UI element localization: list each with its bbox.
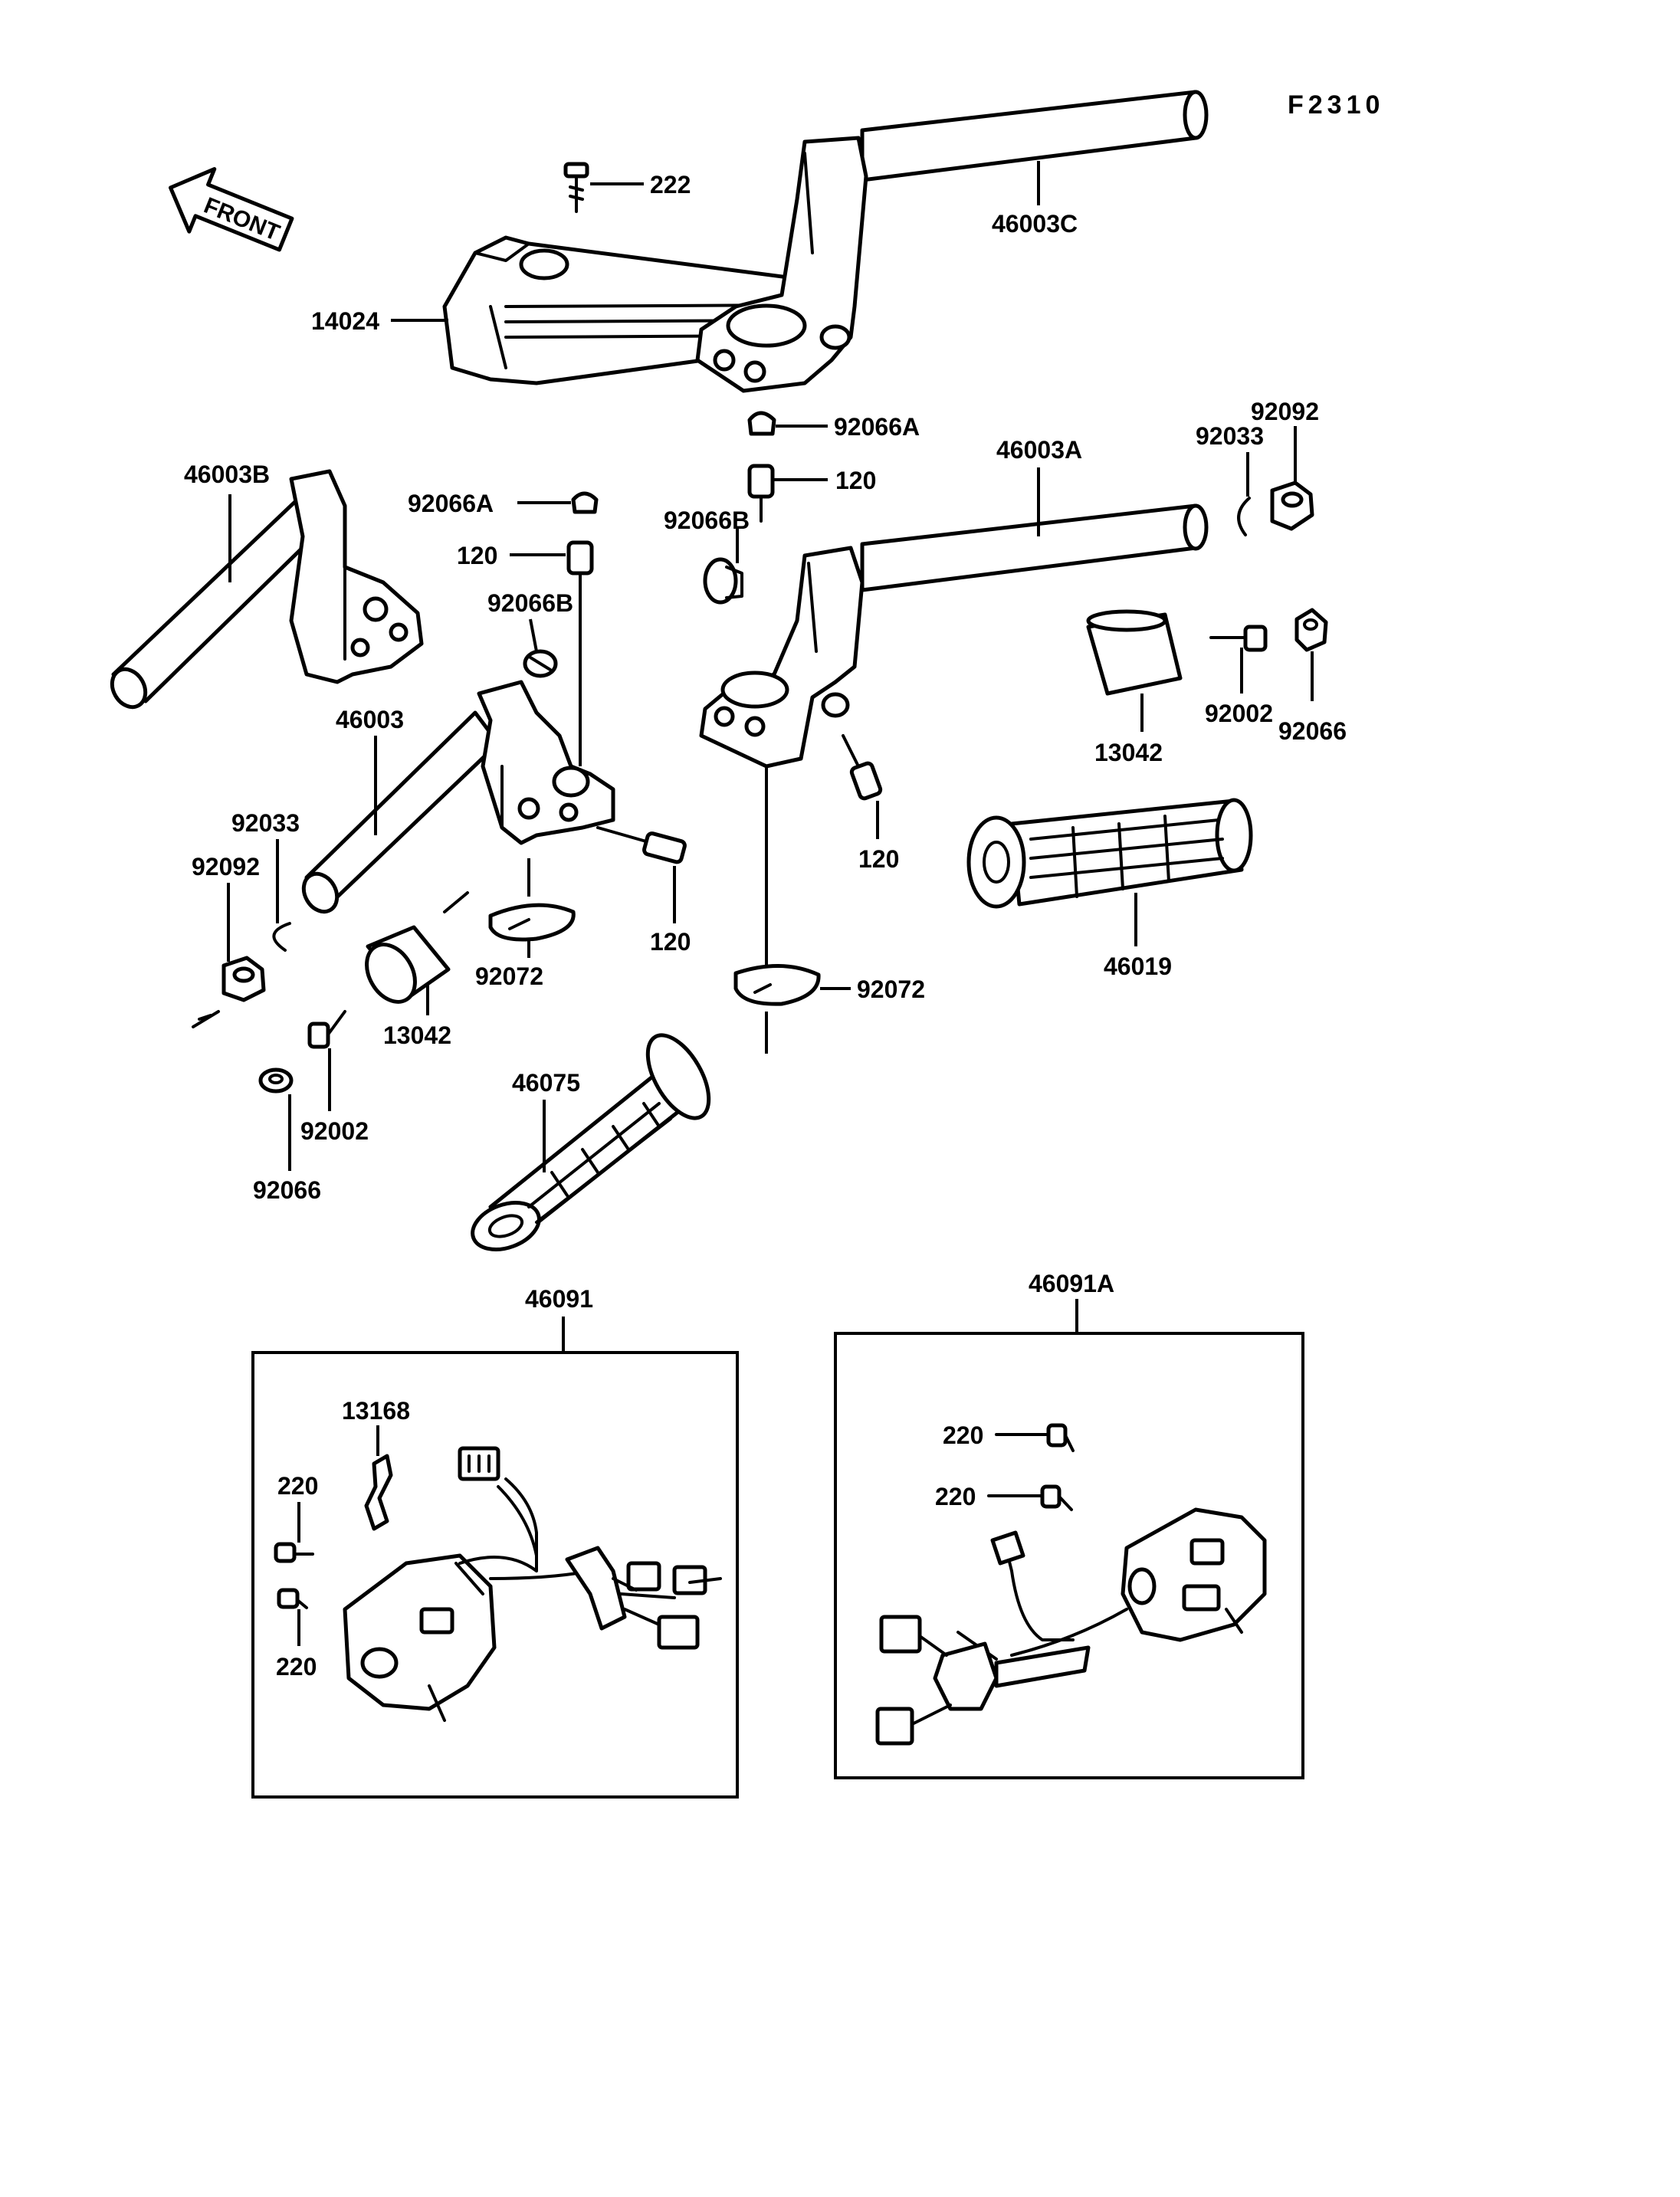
nut-92092-right-icon (1270, 480, 1314, 531)
callout-14024: 14024 (311, 307, 379, 335)
bolt-222-icon (563, 162, 589, 213)
bolt-92002-right-icon (1209, 625, 1268, 652)
callout-92033-right: 92033 (1196, 422, 1264, 450)
switch-housing-left-icon (343, 1553, 497, 1722)
screw-220-r1-icon (995, 1423, 1075, 1452)
bolt-120-mid-icon (566, 540, 594, 599)
clamp-ring-92072-right-icon (733, 963, 821, 1006)
callout-120-top: 120 (835, 467, 876, 494)
grip-46075-icon (471, 1033, 711, 1251)
connector-right-bundle-icon (875, 1615, 999, 1746)
axis-dash-46003 (443, 891, 469, 913)
callout-92002-left: 92002 (300, 1117, 369, 1145)
callout-120-lower-right: 120 (858, 845, 899, 873)
callout-220-l2: 220 (276, 1653, 317, 1681)
bolt-92002-left-icon (307, 1010, 346, 1049)
callout-92092-right: 92092 (1251, 398, 1319, 425)
callout-92002-right: 92002 (1205, 700, 1273, 727)
bolt-120-top-icon (747, 464, 775, 523)
clip-13168-icon (364, 1454, 393, 1531)
callout-46075: 46075 (512, 1069, 580, 1097)
cap-92066b-right-icon (703, 557, 743, 605)
handlebar-46003c-icon (695, 90, 1209, 393)
wire-harness-right-icon (956, 1539, 1128, 1661)
screw-220-r2-icon (987, 1484, 1073, 1511)
callout-46019: 46019 (1104, 953, 1172, 980)
connector-right-top-icon (990, 1530, 1025, 1566)
assembly-box-46091a (834, 1332, 1304, 1779)
handlebar-46003a-icon (699, 503, 1209, 769)
nut-92092-left-icon (221, 956, 266, 1002)
callout-120-mid: 120 (457, 542, 497, 569)
handlebar-46003-icon (301, 680, 615, 914)
callout-46003c: 46003C (992, 210, 1078, 238)
grip-46019-icon (966, 798, 1253, 909)
washer-92066-left-icon (258, 1067, 294, 1094)
callout-92072-left: 92072 (475, 962, 543, 990)
callout-13042-right: 13042 (1094, 739, 1163, 766)
callout-46091a: 46091A (1029, 1270, 1114, 1297)
callout-220-r1: 220 (943, 1421, 983, 1449)
weight-13042-left-icon (365, 925, 451, 1004)
cap-92066a-mid-icon (571, 491, 599, 514)
assembly-box-46091 (251, 1351, 739, 1799)
cap-92066a-top-icon (747, 411, 776, 436)
leader-92066b-mid (529, 618, 538, 652)
callout-92092-left: 92092 (192, 853, 260, 880)
callout-46003b: 46003B (184, 461, 270, 488)
callout-120-lower-left: 120 (650, 928, 691, 956)
front-arrow-icon: FRONT (168, 167, 294, 252)
callout-92066b-mid: 92066B (487, 589, 573, 617)
callout-220-r2: 220 (935, 1483, 976, 1510)
callout-46003a: 46003A (996, 436, 1082, 464)
callout-220-l1: 220 (277, 1472, 318, 1500)
circlip-92033-right-icon (1237, 497, 1251, 536)
callout-13042-left: 13042 (383, 1021, 451, 1049)
callout-222: 222 (650, 171, 691, 198)
bolt-120-lower-left-icon (596, 826, 687, 864)
callout-92072-right: 92072 (857, 976, 925, 1003)
callout-92066-right: 92066 (1278, 717, 1347, 745)
washer-92066-right-icon (1294, 608, 1328, 652)
connector-left-top-icon (458, 1446, 500, 1481)
callout-13168: 13168 (342, 1397, 410, 1425)
bolt-120-lower-right-icon (842, 734, 883, 801)
wire-harness-left-icon (458, 1477, 592, 1580)
callout-92066-left: 92066 (253, 1176, 321, 1204)
switch-housing-right-icon (1121, 1507, 1267, 1642)
callout-46091: 46091 (525, 1285, 593, 1313)
weight-13042-right-icon (1086, 609, 1183, 696)
callout-92033-left: 92033 (231, 809, 300, 837)
callout-46003: 46003 (336, 706, 404, 733)
callout-92066a-top: 92066A (834, 413, 920, 441)
callout-92066a-mid: 92066A (408, 490, 494, 517)
connector-left-bundle-icon (565, 1546, 722, 1650)
callout-92066b-right: 92066B (664, 507, 750, 534)
screw-220-l2-icon (277, 1588, 308, 1609)
cap-92066b-mid-icon (523, 649, 558, 678)
handlebar-46003b-icon (110, 469, 424, 710)
circlip-92033-left-icon (272, 922, 291, 952)
axis-dash-left (192, 1010, 220, 1028)
screw-220-l1-icon (274, 1542, 314, 1563)
cable-sleeve-right-icon (994, 1645, 1091, 1688)
clamp-ring-92072-left-icon (488, 903, 576, 942)
figure-code: F2310 (1288, 90, 1384, 120)
